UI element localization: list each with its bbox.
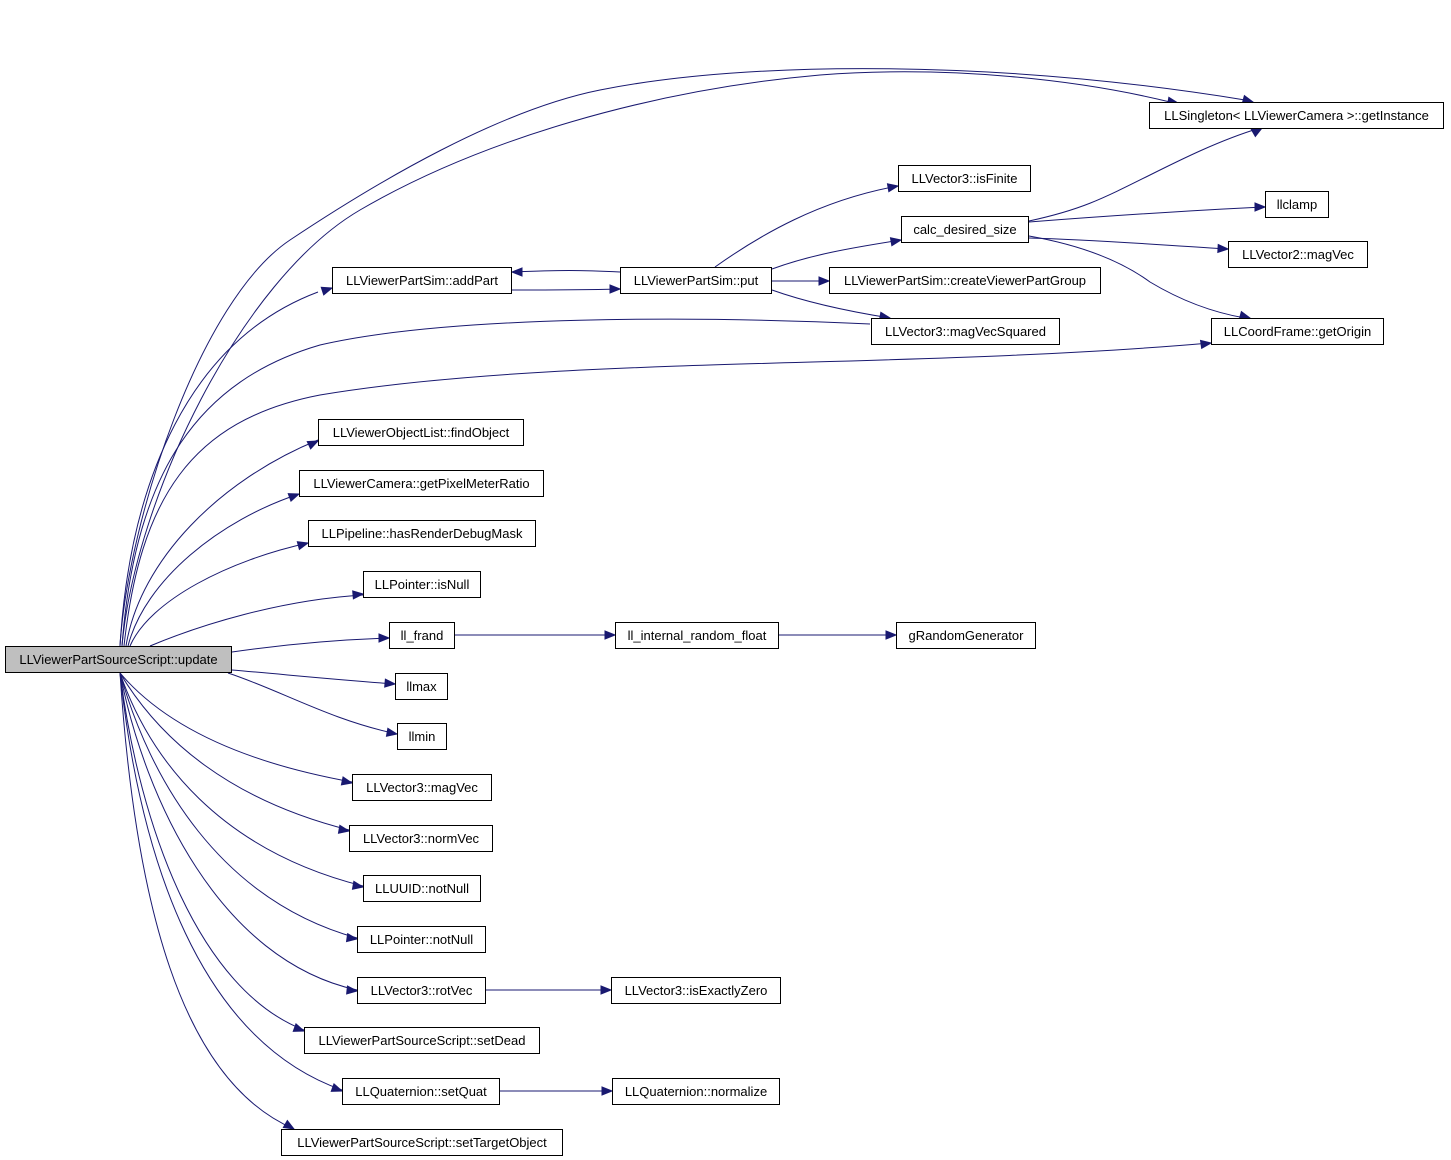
arrowhead-put-to-createGroup xyxy=(818,276,831,286)
node-setQuat[interactable]: LLQuaternion::setQuat xyxy=(342,1078,500,1105)
node-getOrigin[interactable]: LLCoordFrame::getOrigin xyxy=(1211,318,1384,345)
node-hasRenderDebugMask[interactable]: LLPipeline::hasRenderDebugMask xyxy=(308,520,536,547)
edge-update-to-llFrand xyxy=(231,637,390,653)
arrowhead-update-to-pointerNotNull xyxy=(345,932,359,943)
arrowhead-update-to-setQuat xyxy=(330,1082,344,1092)
arrowhead-calcDesiredSize-to-magVec2 xyxy=(1217,243,1230,254)
node-normVec[interactable]: LLVector3::normVec xyxy=(349,825,493,852)
node-magVec2[interactable]: LLVector2::magVec xyxy=(1228,241,1368,268)
arrowhead-rotVec-to-isExactlyZero xyxy=(600,985,613,995)
edge-update-to-rotVec xyxy=(119,672,358,991)
node-setDead[interactable]: LLViewerPartSourceScript::setDead xyxy=(304,1027,540,1054)
edge-update-to-normVec xyxy=(119,672,350,831)
edge-put-to-isFinite xyxy=(714,185,899,268)
edge-calcDesiredSize-to-magVec2 xyxy=(1028,237,1229,250)
arrowhead-update-to-getOrigin xyxy=(1199,339,1213,350)
edge-update-to-setQuat xyxy=(119,672,343,1091)
node-findObject[interactable]: LLViewerObjectList::findObject xyxy=(318,419,524,446)
edge-calcDesiredSize-to-getOrigin xyxy=(1028,235,1246,319)
node-addPart[interactable]: LLViewerPartSim::addPart xyxy=(332,267,512,294)
arrowhead-update-to-normVec xyxy=(337,824,351,834)
arrowhead-update-to-rotVec xyxy=(346,985,359,995)
arrowhead-setQuat-to-normalize xyxy=(601,1086,614,1096)
node-uuidNotNull[interactable]: LLUUID::notNull xyxy=(363,875,481,902)
edge-update-to-getInstance xyxy=(121,71,1171,647)
node-getPixelMeterRatio[interactable]: LLViewerCamera::getPixelMeterRatio xyxy=(299,470,544,497)
node-llclamp[interactable]: llclamp xyxy=(1265,191,1329,218)
node-llmin[interactable]: llmin xyxy=(397,723,447,750)
arrowhead-update-to-setTargetObject xyxy=(282,1119,296,1130)
edge-update-to-getPixelMeterRatio xyxy=(127,493,300,647)
edge-update-to-getInstance xyxy=(119,68,1246,647)
arrowhead-update-to-magVec3 xyxy=(340,776,354,786)
node-put[interactable]: LLViewerPartSim::put xyxy=(620,267,772,294)
node-update[interactable]: LLViewerPartSourceScript::update xyxy=(5,646,232,673)
node-pointerNotNull[interactable]: LLPointer::notNull xyxy=(357,926,486,953)
node-llmax[interactable]: llmax xyxy=(395,673,448,700)
edge-addPart-to-put xyxy=(511,288,621,291)
arrowhead-put-to-addPart xyxy=(510,267,523,277)
arrowhead-update-to-addPart xyxy=(320,286,334,296)
arrowhead-update-to-findObject xyxy=(306,440,320,450)
edge-calcDesiredSize-to-llclamp xyxy=(1028,206,1266,223)
edge-put-to-addPart xyxy=(511,270,621,273)
arrowhead-put-to-calcDesiredSize xyxy=(889,237,903,247)
edge-put-to-magVecSquared xyxy=(771,289,891,319)
arrowhead-update-to-isNull xyxy=(352,590,365,600)
edge-update-to-setTargetObject xyxy=(119,672,295,1130)
arrowhead-addPart-to-put xyxy=(609,284,622,294)
node-llFrand[interactable]: ll_frand xyxy=(389,622,455,649)
node-isFinite[interactable]: LLVector3::isFinite xyxy=(898,165,1031,192)
arrowhead-llFrand-to-llInternalRandomFloat xyxy=(604,630,617,640)
edge-update-to-uuidNotNull xyxy=(119,672,364,887)
node-createGroup[interactable]: LLViewerPartSim::createViewerPartGroup xyxy=(829,267,1101,294)
arrowhead-calcDesiredSize-to-llclamp xyxy=(1254,202,1267,212)
arrowhead-update-to-getPixelMeterRatio xyxy=(287,493,301,503)
edge-update-to-magVecSquared xyxy=(121,318,871,647)
arrowhead-llInternalRandomFloat-to-gRandomGenerator xyxy=(885,630,898,640)
arrowhead-update-to-llmax xyxy=(384,678,397,688)
edge-update-to-llmax xyxy=(231,669,396,685)
node-setTargetObject[interactable]: LLViewerPartSourceScript::setTargetObjec… xyxy=(281,1129,563,1156)
node-rotVec[interactable]: LLVector3::rotVec xyxy=(357,977,486,1004)
edge-update-to-hasRenderDebugMask xyxy=(129,542,309,647)
edge-update-to-isNull xyxy=(149,594,364,647)
arrowhead-update-to-hasRenderDebugMask xyxy=(296,541,310,551)
edge-update-to-addPart xyxy=(119,291,319,647)
node-isNull[interactable]: LLPointer::isNull xyxy=(363,571,481,598)
arrowhead-update-to-llFrand xyxy=(378,633,391,643)
edge-put-to-calcDesiredSize xyxy=(771,239,902,270)
edge-update-to-magVec3 xyxy=(119,672,353,783)
node-llInternalRandomFloat[interactable]: ll_internal_random_float xyxy=(615,622,779,649)
edge-calcDesiredSize-to-getInstance xyxy=(1028,127,1261,222)
edge-update-to-llmin xyxy=(227,672,398,735)
node-normalize[interactable]: LLQuaternion::normalize xyxy=(612,1078,780,1105)
node-calcDesiredSize[interactable]: calc_desired_size xyxy=(901,216,1029,243)
node-getInstance[interactable]: LLSingleton< LLViewerCamera >::getInstan… xyxy=(1149,102,1444,129)
arrowhead-update-to-setDead xyxy=(292,1022,306,1032)
edge-update-to-findObject xyxy=(125,439,319,647)
node-magVecSquared[interactable]: LLVector3::magVecSquared xyxy=(871,318,1060,345)
arrowhead-update-to-llmin xyxy=(385,727,399,737)
edge-update-to-getOrigin xyxy=(123,342,1211,647)
arrowhead-put-to-isFinite xyxy=(886,183,900,193)
edge-update-to-setDead xyxy=(119,672,305,1031)
node-gRandomGenerator[interactable]: gRandomGenerator xyxy=(896,622,1036,649)
node-isExactlyZero[interactable]: LLVector3::isExactlyZero xyxy=(611,977,781,1004)
edge-update-to-pointerNotNull xyxy=(119,672,358,939)
arrowhead-update-to-uuidNotNull xyxy=(351,880,365,890)
node-magVec3[interactable]: LLVector3::magVec xyxy=(352,774,492,801)
